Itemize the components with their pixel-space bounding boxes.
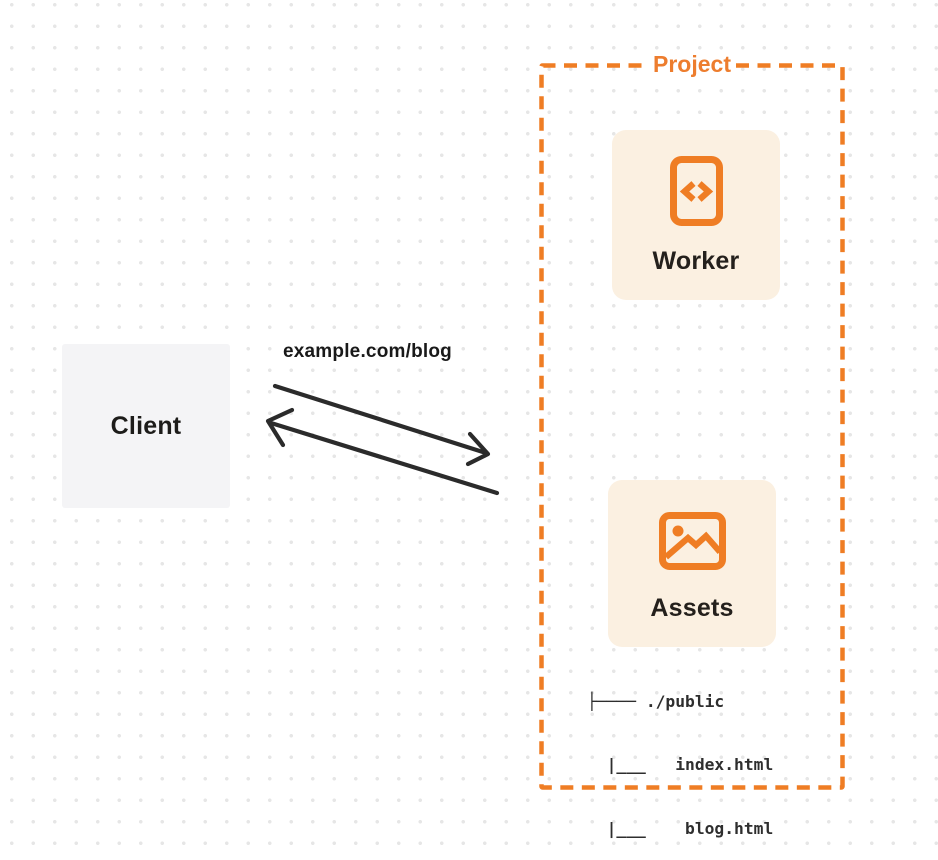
- assets-card: Assets: [608, 480, 776, 647]
- request-arrow: [272, 383, 491, 467]
- tree-line-public: ├──── ./public: [587, 691, 725, 711]
- project-boundary-border: [539, 63, 845, 790]
- code-file-icon: [669, 156, 723, 226]
- client-box: Client: [62, 344, 230, 508]
- project-label: Project: [649, 51, 735, 77]
- assets-file-tree: ├──── ./public |___ index.html |___ blog…: [587, 648, 773, 860]
- response-arrow: [265, 407, 500, 496]
- tree-line-index: |___ index.html: [587, 755, 774, 775]
- tree-line-blog: |___ blog.html: [587, 819, 774, 839]
- worker-label: Worker: [652, 247, 740, 275]
- worker-card: Worker: [612, 130, 780, 300]
- image-icon: [658, 512, 726, 570]
- request-url-label: example.com/blog: [283, 341, 452, 362]
- client-label: Client: [110, 411, 182, 440]
- assets-label: Assets: [650, 594, 734, 622]
